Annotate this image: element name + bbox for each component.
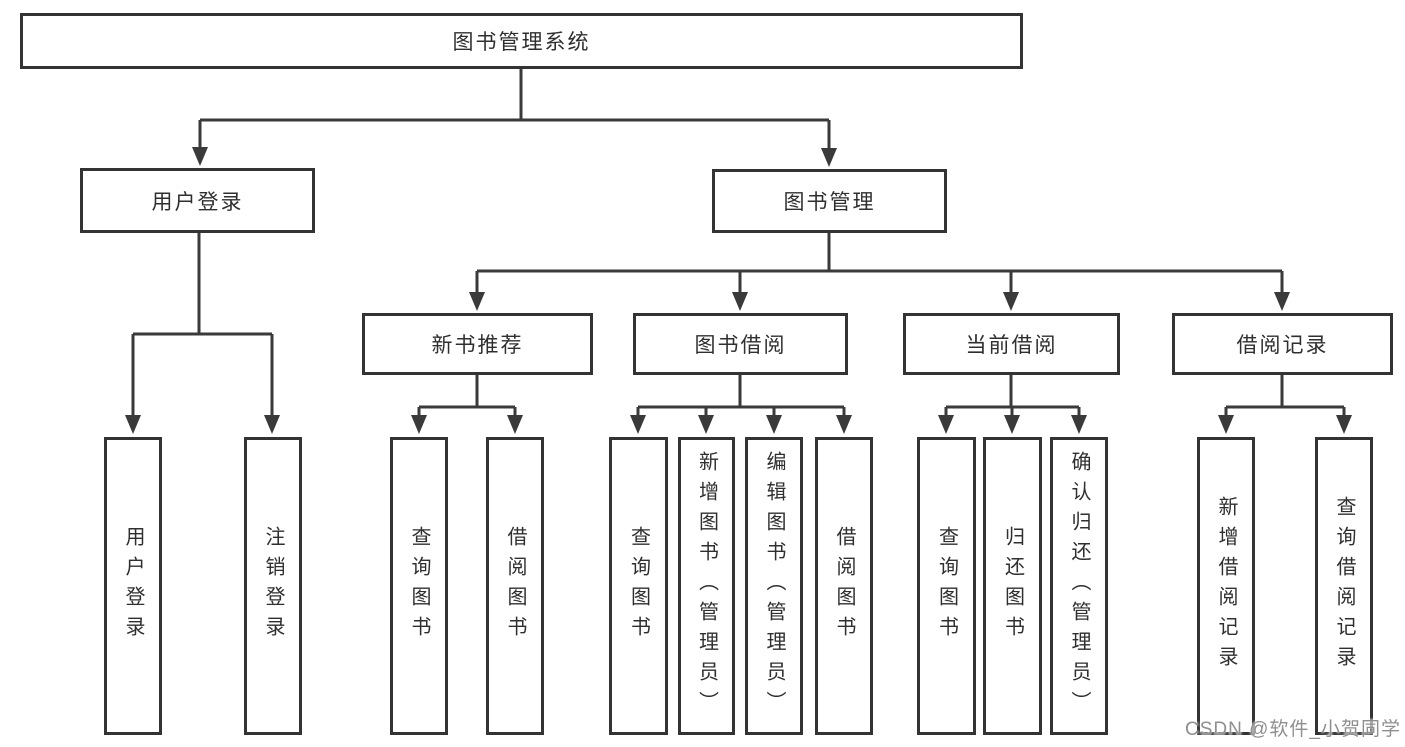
leaf-query-books-recommend-label: 查询图书 xyxy=(408,526,430,646)
node-borrow-records: 借阅记录 xyxy=(1172,313,1393,375)
leaf-query-borrow-record: 查询借阅记录 xyxy=(1315,437,1373,735)
leaf-borrow-books-borrow: 借阅图书 xyxy=(815,437,873,735)
leaf-user-login: 用户登录 xyxy=(104,437,162,735)
leaf-edit-book-admin-label: 编辑图书（管理员） xyxy=(763,451,785,721)
leaf-add-book-admin-label: 新增图书（管理员） xyxy=(695,451,718,721)
leaf-confirm-return-admin: 确认归还（管理员） xyxy=(1050,437,1108,735)
leaf-add-borrow-record: 新增借阅记录 xyxy=(1197,437,1255,735)
leaf-query-books-current-label: 查询图书 xyxy=(935,526,958,646)
node-library-system: 图书管理系统 xyxy=(20,13,1023,69)
arrowheads xyxy=(125,147,1352,434)
node-book-management-label: 图书管理 xyxy=(783,191,876,214)
leaf-borrow-books-recommend: 借阅图书 xyxy=(486,437,544,735)
leaf-query-books-borrow-label: 查询图书 xyxy=(627,526,650,646)
node-book-management: 图书管理 xyxy=(712,169,947,233)
node-user-login-label: 用户登录 xyxy=(151,190,244,214)
leaf-query-books-current: 查询图书 xyxy=(917,437,976,735)
leaf-logout-label: 注销登录 xyxy=(262,526,284,646)
leaf-user-login-label: 用户登录 xyxy=(122,526,144,646)
leaf-query-books-recommend: 查询图书 xyxy=(390,437,448,735)
node-book-borrow-label: 图书借阅 xyxy=(694,334,787,357)
node-current-borrow-label: 当前借阅 xyxy=(965,334,1058,357)
node-user-login: 用户登录 xyxy=(80,168,315,233)
node-borrow-records-label: 借阅记录 xyxy=(1236,334,1329,357)
leaf-query-borrow-record-label: 查询借阅记录 xyxy=(1333,496,1355,676)
leaf-borrow-books-borrow-label: 借阅图书 xyxy=(833,526,855,646)
leaf-return-book: 归还图书 xyxy=(983,437,1042,735)
leaf-add-book-admin: 新增图书（管理员） xyxy=(678,437,735,735)
leaf-query-books-borrow: 查询图书 xyxy=(609,437,668,735)
leaf-logout: 注销登录 xyxy=(244,437,302,735)
leaf-borrow-books-recommend-label: 借阅图书 xyxy=(504,526,526,646)
node-new-book-recommend-label: 新书推荐 xyxy=(431,334,524,357)
node-library-system-label: 图书管理系统 xyxy=(452,31,591,54)
leaf-return-book-label: 归还图书 xyxy=(1001,526,1024,646)
csdn-watermark: CSDN @软件_小贺同学 xyxy=(1185,719,1401,740)
leaf-edit-book-admin: 编辑图书（管理员） xyxy=(745,437,803,735)
node-current-borrow: 当前借阅 xyxy=(903,313,1120,375)
node-book-borrow: 图书借阅 xyxy=(633,313,848,375)
leaf-confirm-return-admin-label: 确认归还（管理员） xyxy=(1068,451,1090,721)
node-new-book-recommend: 新书推荐 xyxy=(362,313,593,375)
leaf-add-borrow-record-label: 新增借阅记录 xyxy=(1215,496,1237,676)
